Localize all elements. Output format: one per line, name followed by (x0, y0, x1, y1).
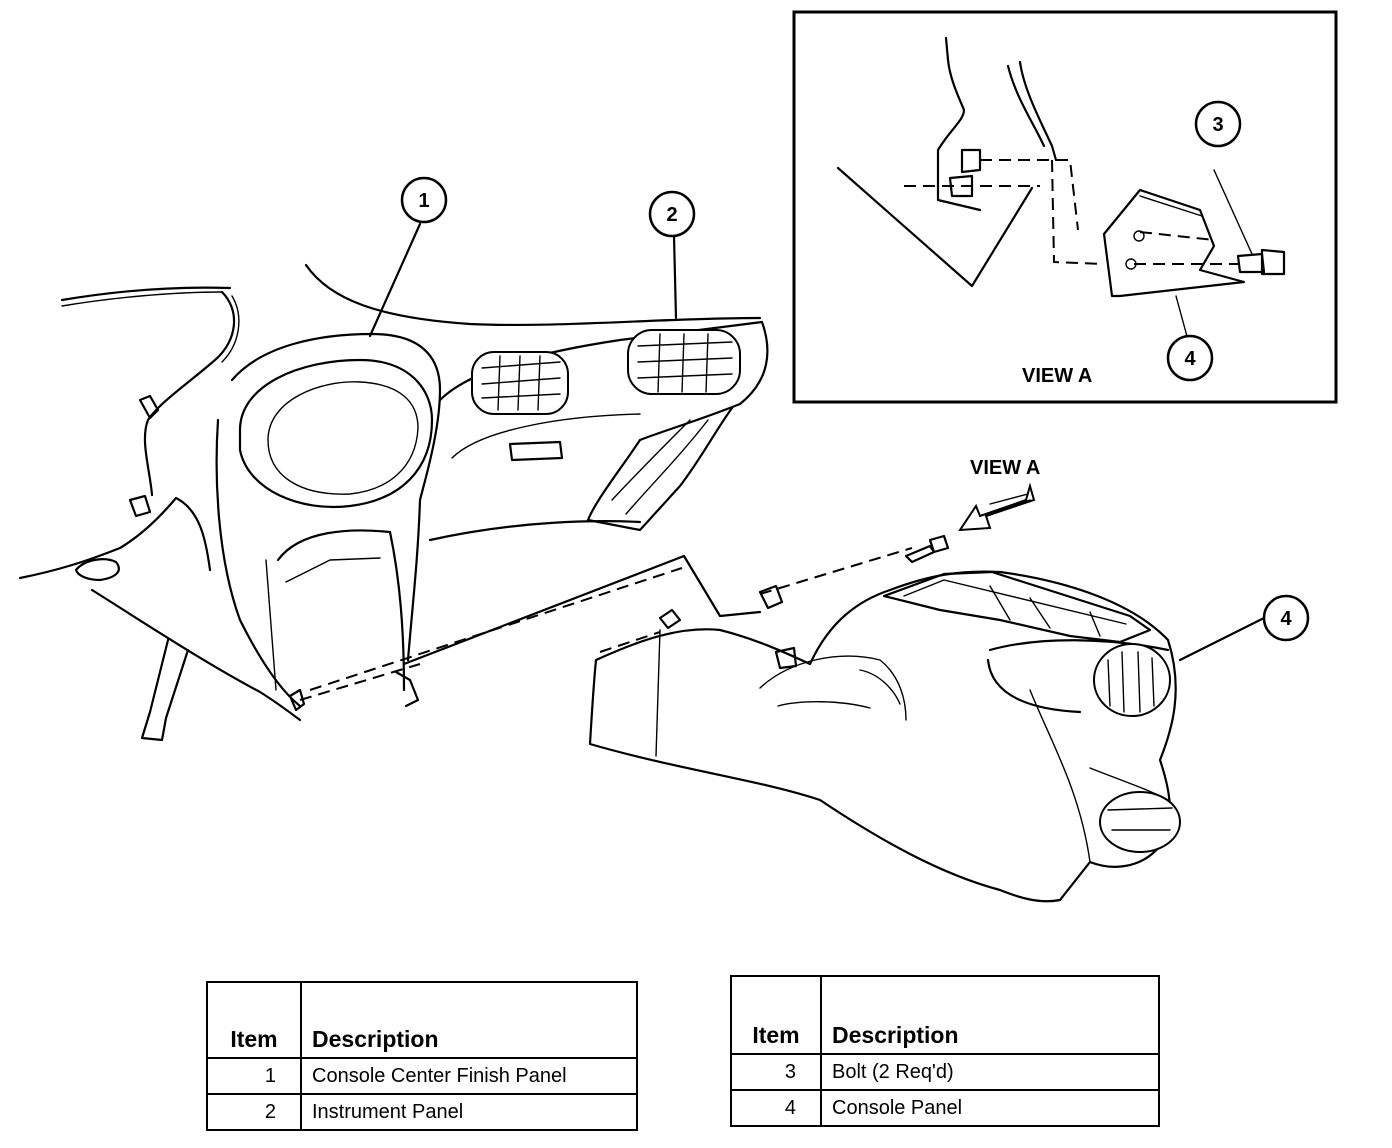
item-description: Console Center Finish Panel (300, 1057, 638, 1095)
legend-table-right: Item Description 3 Bolt (2 Req'd) 4 Cons… (730, 975, 1160, 1127)
callout-2: 2 (648, 190, 696, 238)
legend-header-row: Item Description (206, 981, 638, 1059)
item-header: Item (206, 981, 302, 1059)
callout-4-inset-label: 4 (1184, 348, 1196, 370)
item-header: Item (730, 975, 822, 1055)
legend-table-left: Item Description 1 Console Center Finish… (206, 981, 638, 1131)
table-row: 4 Console Panel (730, 1089, 1160, 1127)
instrument-panel-drawing (18, 263, 769, 742)
leader-lines (368, 222, 1266, 662)
item-number: 3 (730, 1053, 822, 1091)
callout-4-inset: 4 (1166, 334, 1214, 382)
item-number: 1 (206, 1057, 302, 1095)
callout-4-label: 4 (1280, 608, 1292, 630)
callout-3: 3 (1194, 100, 1242, 148)
view-a-inset: VIEW A (792, 10, 1338, 404)
item-description: Instrument Panel (300, 1093, 638, 1131)
description-header: Description (300, 981, 638, 1059)
table-row: 1 Console Center Finish Panel (206, 1057, 638, 1095)
item-description: Bolt (2 Req'd) (820, 1053, 1160, 1091)
callout-2-label: 2 (666, 204, 677, 226)
callout-3-label: 3 (1212, 114, 1223, 136)
item-description: Console Panel (820, 1089, 1160, 1127)
bolt-drawing (904, 534, 950, 564)
callout-4: 4 (1262, 594, 1310, 642)
item-number: 4 (730, 1089, 822, 1127)
view-a-arrow-label: VIEW A (970, 457, 1040, 479)
description-header: Description (820, 975, 1160, 1055)
callout-1-label: 1 (418, 190, 429, 212)
view-a-arrow: VIEW A (958, 457, 1040, 532)
console-panel-drawing (588, 570, 1181, 903)
view-a-inset-label: VIEW A (1022, 365, 1092, 387)
legend-header-row: Item Description (730, 975, 1160, 1055)
item-number: 2 (206, 1093, 302, 1131)
table-row: 2 Instrument Panel (206, 1093, 638, 1131)
callout-1: 1 (400, 176, 448, 224)
table-row: 3 Bolt (2 Req'd) (730, 1053, 1160, 1091)
